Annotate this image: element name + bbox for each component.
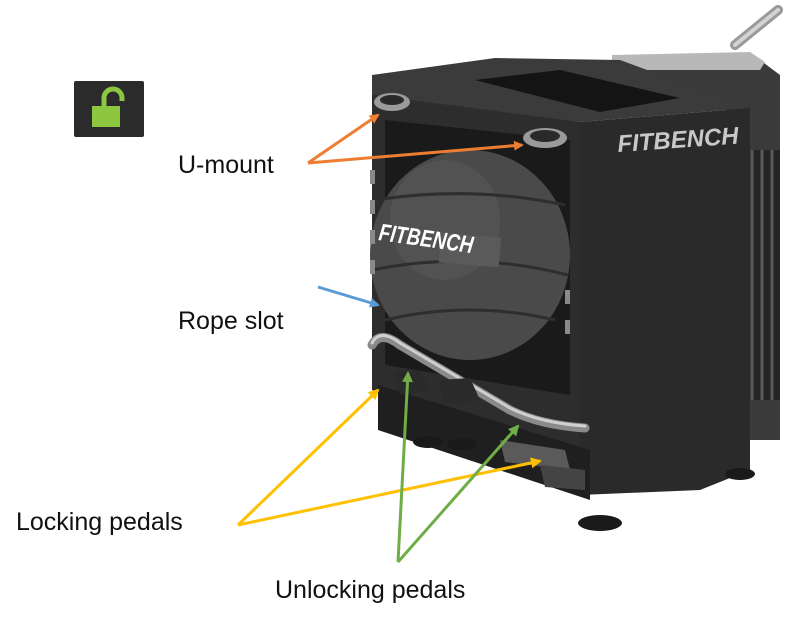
locking-pedals-label: Locking pedals bbox=[16, 510, 183, 535]
locking-arrow-right bbox=[238, 461, 540, 525]
unlocking-pedals-label: Unlocking pedals bbox=[275, 578, 465, 603]
u-mount-label: U-mount bbox=[178, 153, 274, 178]
main-box-front-face bbox=[580, 108, 750, 495]
rear-handle bbox=[735, 10, 778, 45]
rope-slot-label: Rope slot bbox=[178, 309, 284, 334]
u-mount-left bbox=[374, 93, 410, 111]
u-mount-arrow-left bbox=[308, 115, 378, 163]
locking-arrow-left bbox=[238, 390, 378, 525]
rope-slot-arrow bbox=[318, 287, 378, 305]
u-mount-right bbox=[523, 128, 567, 148]
